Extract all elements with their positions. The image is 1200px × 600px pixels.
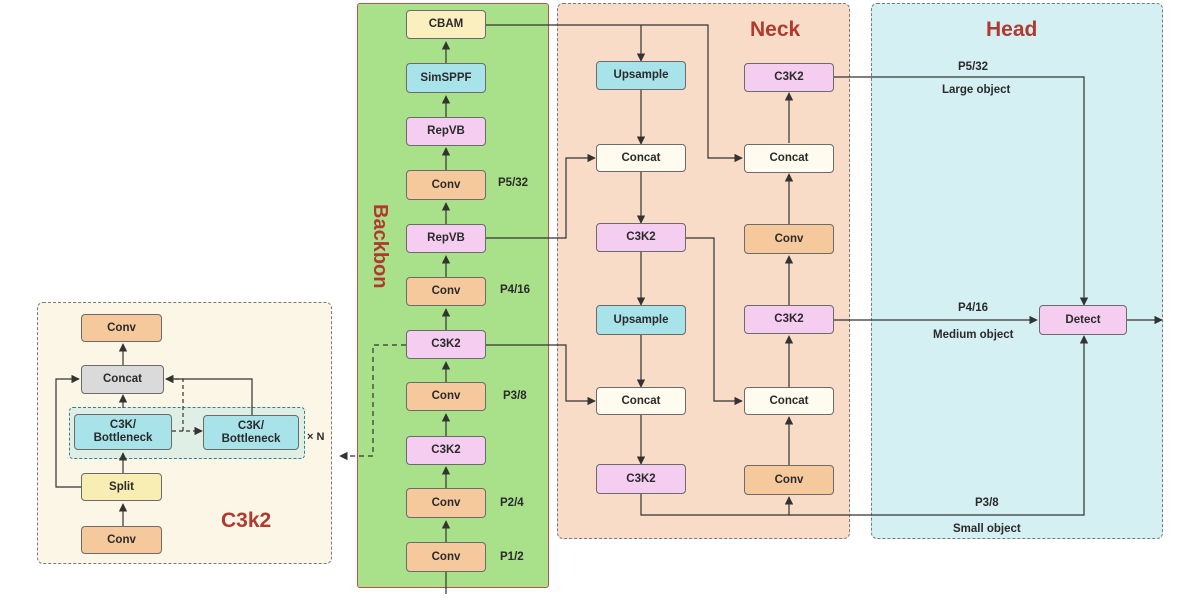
conv-p24-block: Conv bbox=[406, 488, 486, 518]
neck-title: Neck bbox=[750, 18, 801, 41]
conv-right-mid-block: Conv bbox=[744, 224, 834, 254]
label-p3-8: P3/8 bbox=[503, 390, 527, 402]
concat-left-bottom-block: Concat bbox=[596, 387, 686, 415]
repvb-mid-block: RepVB bbox=[406, 224, 486, 253]
label-p5-32: P5/32 bbox=[498, 177, 529, 189]
module-conv-in-block: Conv bbox=[81, 526, 162, 554]
concat-right-bottom-block: Concat bbox=[744, 387, 834, 415]
head-medium-object-label: Medium object bbox=[933, 329, 1014, 341]
label-p2-4: P2/4 bbox=[500, 497, 524, 509]
module-bottleneck-b-block: C3K/ Bottleneck bbox=[203, 415, 299, 450]
head-p5-label: P5/32 bbox=[958, 61, 989, 73]
conv-p532-block: Conv bbox=[406, 170, 486, 200]
module-conv-out-block: Conv bbox=[81, 314, 162, 342]
label-p1-2: P1/2 bbox=[500, 551, 524, 563]
c3k2-left-bottom-block: C3K2 bbox=[596, 464, 686, 494]
conv-right-bottom-block: Conv bbox=[744, 465, 834, 495]
head-p4-label: P4/16 bbox=[958, 302, 989, 314]
c3k2-right-top-block: C3K2 bbox=[744, 63, 834, 92]
head-small-object-label: Small object bbox=[953, 523, 1021, 535]
c3k2-upper-block: C3K2 bbox=[406, 330, 486, 359]
neck-panel bbox=[557, 3, 850, 539]
c3k2-right-mid-block: C3K2 bbox=[744, 305, 834, 334]
conv-p416-block: Conv bbox=[406, 277, 486, 306]
module-concat-block: Concat bbox=[81, 365, 164, 394]
c3k2-title: C3k2 bbox=[221, 509, 272, 532]
backbone-title: Backbon bbox=[369, 204, 391, 289]
head-large-object-label: Large object bbox=[942, 84, 1011, 96]
module-bottleneck-a-block: C3K/ Bottleneck bbox=[74, 414, 172, 450]
simsppf-block: SimSPPF bbox=[406, 63, 486, 93]
concat-right-top-block: Concat bbox=[744, 144, 834, 173]
detect-block: Detect bbox=[1039, 305, 1127, 335]
label-p4-16: P4/16 bbox=[500, 284, 531, 296]
concat-left-top-block: Concat bbox=[596, 144, 686, 172]
module-split-block: Split bbox=[81, 473, 162, 501]
cbam-block: CBAM bbox=[406, 10, 486, 39]
repvb-top-block: RepVB bbox=[406, 117, 486, 146]
head-title: Head bbox=[986, 18, 1038, 41]
conv-p38-block: Conv bbox=[406, 382, 486, 411]
head-p3-label: P3/8 bbox=[975, 497, 999, 509]
upsample-top-block: Upsample bbox=[596, 61, 686, 90]
head-panel bbox=[871, 3, 1163, 539]
repeat-n-label: × N bbox=[307, 431, 325, 443]
conv-p12-block: Conv bbox=[406, 542, 486, 572]
c3k2-lower-block: C3K2 bbox=[406, 436, 486, 465]
c3k2-left-mid-block: C3K2 bbox=[596, 223, 686, 252]
upsample-mid-block: Upsample bbox=[596, 305, 686, 335]
